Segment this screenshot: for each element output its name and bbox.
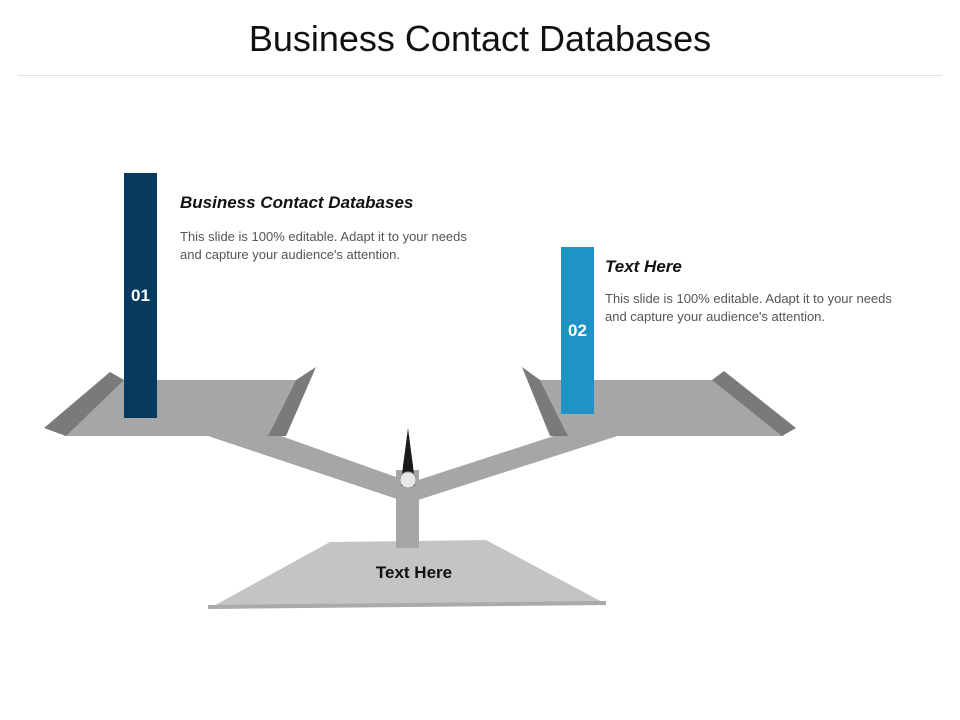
right-pan-top xyxy=(540,380,784,436)
left-pan-left-lip xyxy=(44,372,124,436)
scale-base xyxy=(208,540,606,609)
item-1-heading: Business Contact Databases xyxy=(180,193,414,212)
scale-pivot xyxy=(399,471,417,489)
scale-base-edge xyxy=(208,601,606,609)
scale-arm-right xyxy=(412,432,630,500)
item-1-pillar: 01 xyxy=(124,173,157,418)
scale-pointer xyxy=(401,428,415,486)
left-pan-right-lip xyxy=(268,367,316,436)
item-2-number: 02 xyxy=(568,320,587,340)
item-2-heading: Text Here xyxy=(605,257,682,276)
right-pan-right-lip xyxy=(712,371,796,436)
base-label: Text Here xyxy=(375,563,453,582)
title-divider xyxy=(18,75,942,76)
left-pan-top xyxy=(64,380,296,436)
item-2-pillar: 02 xyxy=(561,247,594,414)
item-1-body: This slide is 100% editable. Adapt it to… xyxy=(180,229,467,262)
item-2-body: This slide is 100% editable. Adapt it to… xyxy=(605,291,892,324)
item-1-number: 01 xyxy=(131,285,150,305)
slide-title: Business Contact Databases xyxy=(248,18,712,59)
scale-arm-left xyxy=(196,432,410,500)
right-pan-left-lip xyxy=(522,367,568,436)
